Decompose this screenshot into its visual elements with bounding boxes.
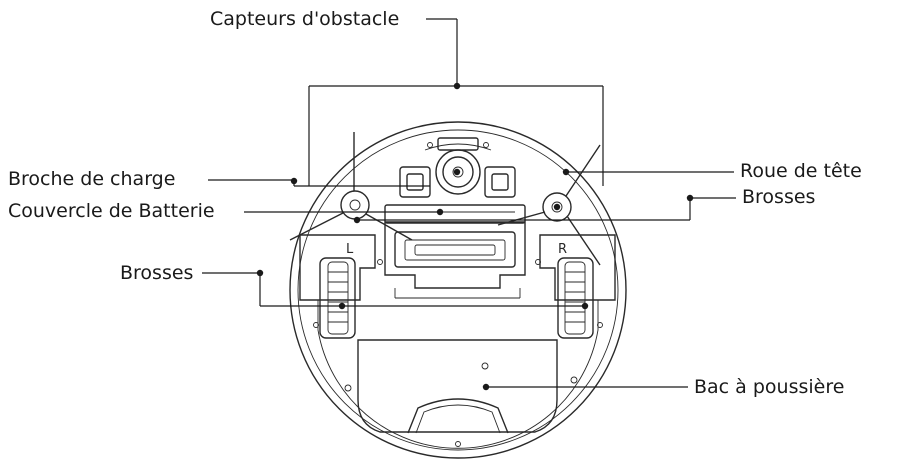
front-wheel-housing: [424, 137, 492, 195]
label-obstacle-sensors: Capteurs d'obstacle: [210, 8, 400, 30]
main-brush-assembly: [384, 221, 526, 299]
dust-bin-part: [357, 339, 558, 434]
label-front-wheel: Roue de tête: [740, 160, 862, 182]
leader-charging-pins: [208, 177, 430, 187]
leader-obstacle-sensors: [308, 18, 604, 186]
label-battery-cover: Couvercle de Batterie: [8, 200, 215, 222]
right-side-brush: [497, 144, 601, 266]
leader-brushes-right: [353, 194, 736, 224]
leader-brushes-left: [202, 269, 589, 310]
left-drive-wheel: L: [299, 234, 376, 339]
leader-battery-cover: [244, 208, 444, 216]
screws: [313, 142, 603, 447]
label-side-brushes-left: Brosses: [120, 262, 194, 284]
label-charging-pins: Broche de charge: [8, 168, 176, 190]
left-wheel-mark: L: [346, 242, 354, 257]
leader-dust-bin: [482, 383, 688, 391]
right-wheel-mark: R: [558, 242, 567, 257]
label-dust-bin: Bac à poussière: [694, 376, 845, 398]
right-drive-wheel: R: [539, 234, 616, 339]
robot-body: [289, 121, 627, 459]
charging-contacts: [399, 166, 516, 198]
label-side-brushes-right: Brosses: [742, 186, 816, 208]
leader-front-wheel: [562, 168, 734, 176]
